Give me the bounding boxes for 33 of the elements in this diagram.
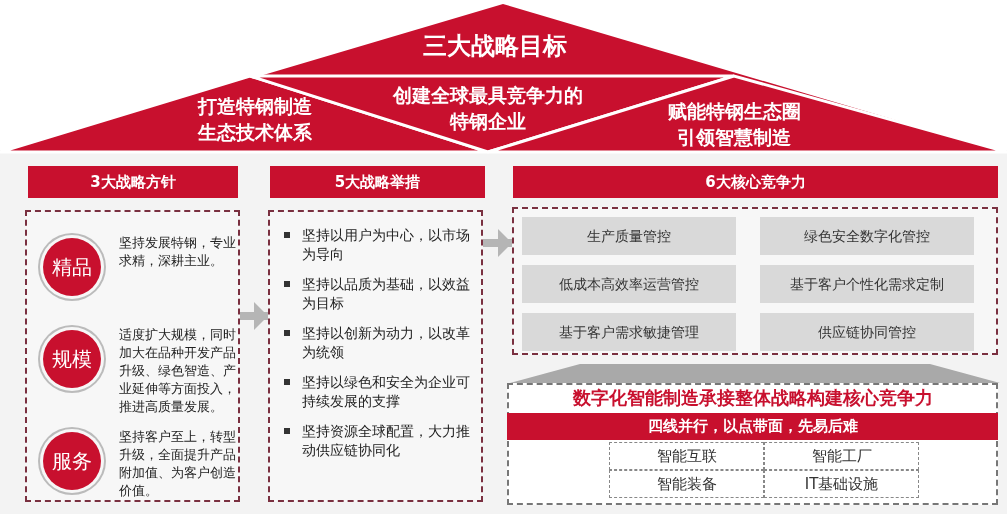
initiative-box: 智能装备 [609,470,764,498]
dashed-panel [507,383,998,505]
bullet-text: 坚持资源全球配置，大力推动供应链协同化 [302,422,470,460]
description-text: 坚持发展特钢，专业求精，深耕主业。 [119,234,237,270]
capability-card: 低成本高效率运营管控 [522,265,736,303]
section-header: 3大战略方针 [28,166,238,198]
bullet-text: 坚持以创新为动力，以改革为统领 [302,324,470,362]
capability-card: 绿色安全数字化管控 [760,217,974,255]
initiative-box: 智能工厂 [764,442,919,470]
description-text: 坚持客户至上，转型升级，全面提升产品附加值、为客户创造价值。 [119,428,237,500]
panel-heading: 数字化智能制造承接整体战略构建核心竞争力 [571,386,934,410]
section-header: 6大核心竞争力 [513,166,998,198]
description-text: 适度扩大规模，同时加大在品种开发产品升级、绿色智造、产业延伸等方面投入，推进高质量发展。 [119,326,237,416]
capability-card: 供应链协同管控 [760,313,974,351]
bullet-text: 坚持以绿色和安全为企业可持续发展的支撑 [302,373,470,411]
banner: 四线并行，以点带面，先易后难 [507,413,998,440]
goal-text: 打造特钢制造生态技术体系 [196,94,313,145]
section-header: 5大战略举措 [270,166,485,198]
bullet-text: 坚持以品质为基础，以效益为目标 [302,275,470,313]
dashed-panel [512,207,998,355]
bullet-text: 坚持以用户为中心，以市场为导向 [302,226,470,264]
heading: 三大战略目标 [422,31,568,62]
initiative-box: 智能互联 [609,442,764,470]
goal-text: 赋能特钢生态圈引领智慧制造 [666,99,802,150]
capability-card: 基于客户需求敏捷管理 [522,313,736,351]
capability-card: 基于客户个性化需求定制 [760,265,974,303]
dashed-panel [25,210,240,502]
dashed-panel [268,210,483,502]
chevron-arrow [483,229,512,257]
initiative-box: IT基础设施 [764,470,919,498]
capability-card: 生产质量管控 [522,217,736,255]
chevron-arrow [240,302,268,330]
goal-text: 创建全球最具竞争力的特钢企业 [391,83,584,134]
